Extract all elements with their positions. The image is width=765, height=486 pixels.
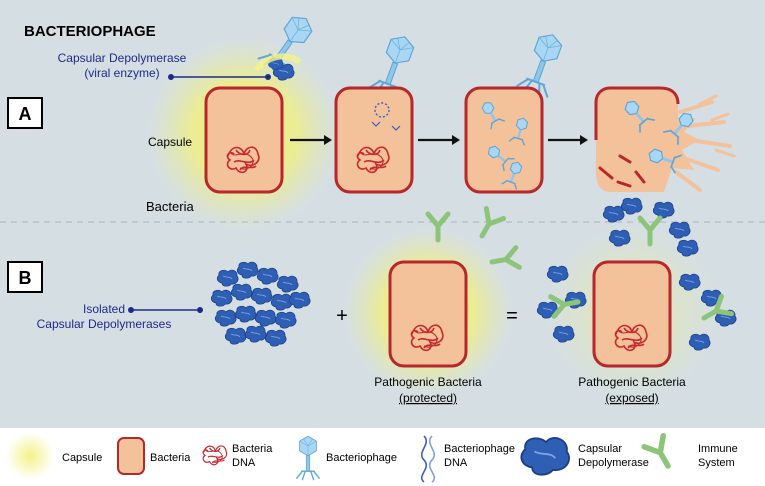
legend-phage-dna-icon xyxy=(420,435,436,483)
legend-phage-dna-line1: Bacteriophage xyxy=(444,443,515,455)
plus-sign: + xyxy=(336,305,348,327)
panel-b-letter: B xyxy=(19,268,32,288)
legend-immune-line2: System xyxy=(698,457,735,469)
panel-a-letter: A xyxy=(19,104,32,124)
legend-immune-line1: Immune xyxy=(698,443,738,455)
exposed-label-line1: Pathogenic Bacteria xyxy=(578,375,686,389)
legend-depolymerase-line2: Depolymerase xyxy=(578,457,649,469)
bacteria-cell-2 xyxy=(334,86,414,194)
bacteria-cell-3 xyxy=(464,86,544,194)
panel-a-letter-box xyxy=(7,97,43,129)
bacteria-cell-1 xyxy=(204,86,284,194)
protected-label-line1: Pathogenic Bacteria xyxy=(374,375,482,389)
bacteria-cell-lysing xyxy=(594,86,736,192)
legend-bacteria-dna-line2: DNA xyxy=(232,457,256,469)
exposed-label-line2: (exposed) xyxy=(605,391,658,405)
legend-capsule-label: Capsule xyxy=(62,452,102,464)
enzyme-pointer-dot xyxy=(168,74,174,80)
legend-capsule-swatch xyxy=(6,432,54,480)
legend-bacteria-swatch xyxy=(117,437,145,475)
panel-b-letter-box xyxy=(7,261,43,293)
legend-depolymerase-line1: Capsular xyxy=(578,443,622,455)
isolated-label-line1: Isolated xyxy=(83,302,125,316)
bacteria-label: Bacteria xyxy=(146,199,194,214)
legend-bacteria-label: Bacteria xyxy=(150,452,191,464)
capsule-label: Capsule xyxy=(148,135,192,149)
protected-label-line2: (protected) xyxy=(399,391,457,405)
equals-sign: = xyxy=(506,305,518,327)
legend-bacteriophage-label: Bacteriophage xyxy=(326,452,397,464)
diagram-title: BACTERIOPHAGE xyxy=(24,23,156,40)
legend-phage-dna-line2: DNA xyxy=(444,457,468,469)
enzyme-pointer-end xyxy=(265,74,271,80)
enzyme-label-line2: (viral enzyme) xyxy=(84,66,159,80)
isolated-label-line2: Capsular Depolymerases xyxy=(37,317,172,331)
enzyme-label-line1: Capsular Depolymerase xyxy=(58,51,187,65)
phage-dna-icon xyxy=(374,102,390,118)
legend-bacteria-dna-line1: Bacteria xyxy=(232,443,273,455)
